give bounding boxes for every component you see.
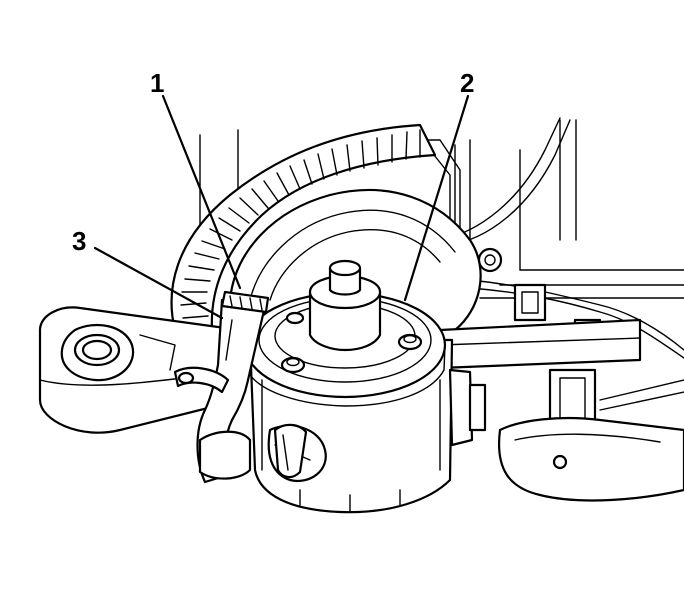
leader-lines xyxy=(93,94,470,320)
left-subframe-arm xyxy=(38,306,242,434)
cross-rail xyxy=(438,318,642,370)
leader-line-2 xyxy=(403,94,470,302)
lower-hose-clamp xyxy=(173,366,308,479)
callout-labels: 1 2 3 xyxy=(72,68,474,256)
pump-hub xyxy=(308,259,382,352)
leader-line-1 xyxy=(161,94,242,290)
leader-line-3 xyxy=(93,246,224,320)
callout-label-3: 3 xyxy=(72,226,86,256)
callout-label-2: 2 xyxy=(460,68,474,98)
callout-label-1: 1 xyxy=(150,68,164,98)
wiring-harness-conduit xyxy=(170,123,437,332)
right-lower-subframe xyxy=(497,379,684,502)
flange-bolts xyxy=(280,311,423,374)
upper-hose-clamp xyxy=(220,290,270,314)
